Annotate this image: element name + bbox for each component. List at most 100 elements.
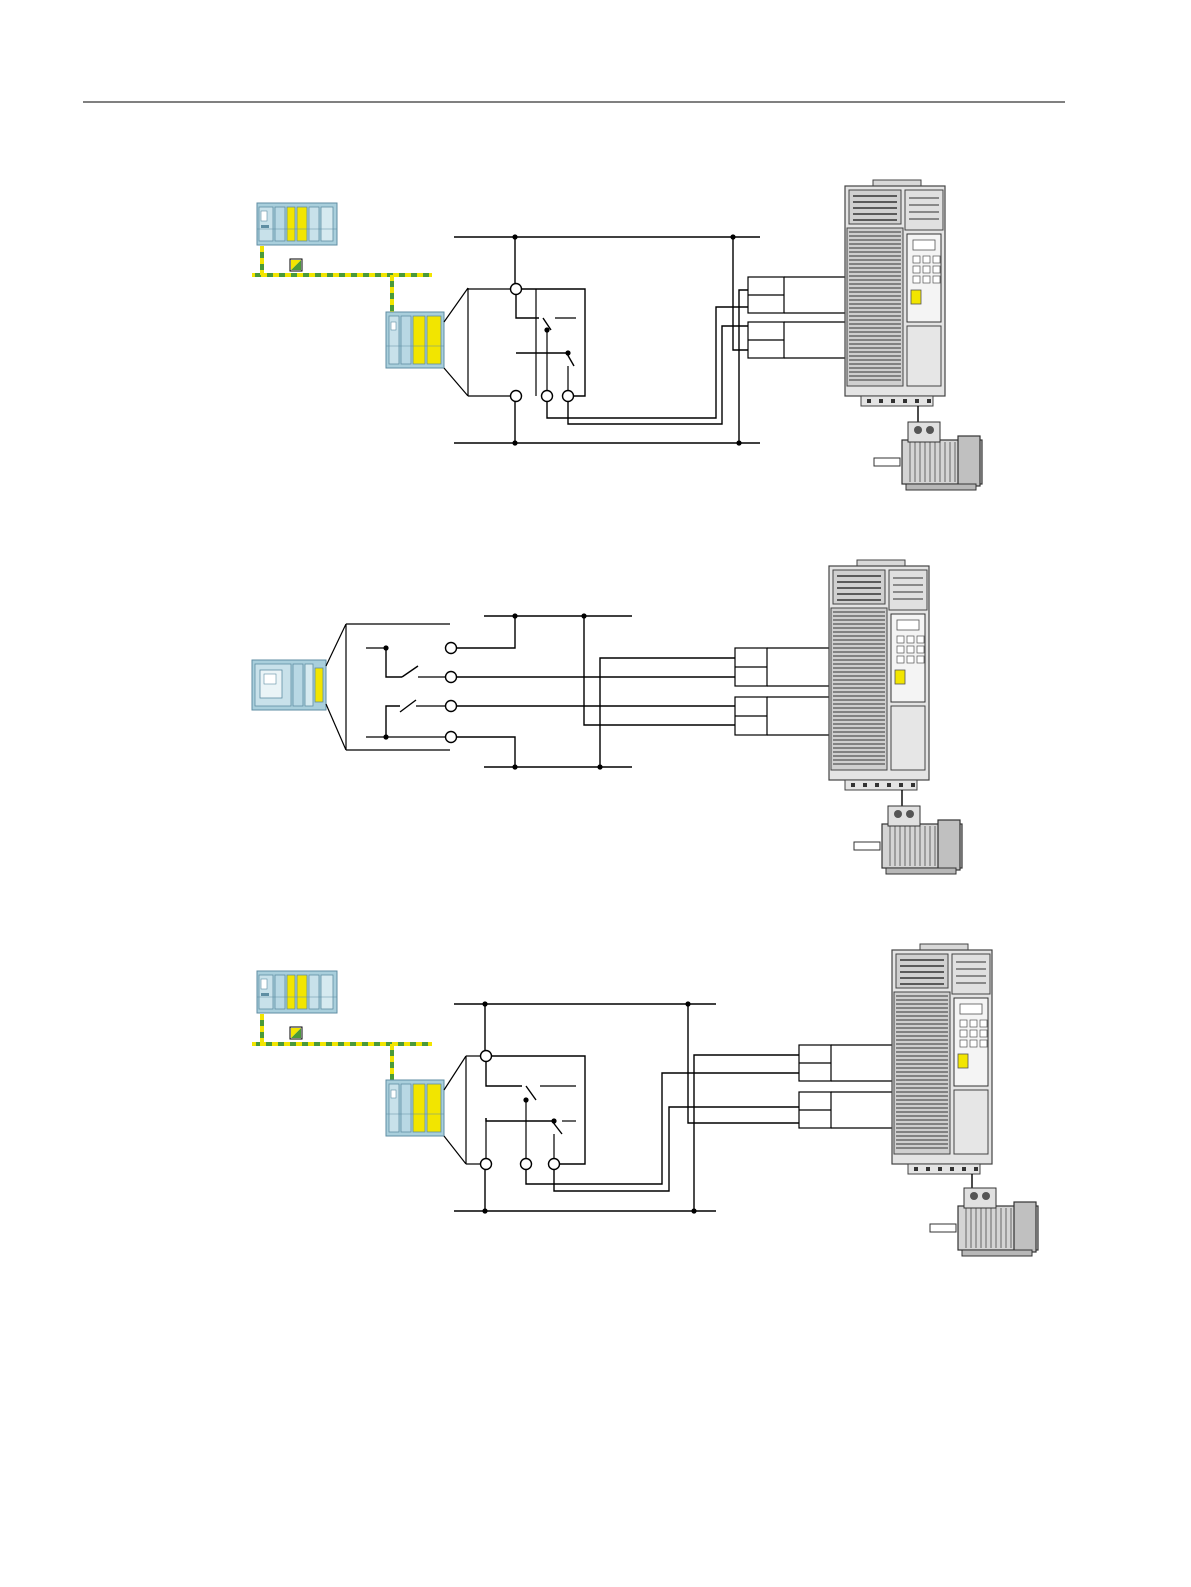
drive-top-panel (849, 190, 901, 224)
keypad-button (913, 276, 920, 283)
drive-upper-right (952, 954, 990, 994)
terminal-screw (903, 399, 907, 403)
wire (457, 616, 515, 648)
terminal-screw (875, 783, 879, 787)
motor-terminal-box (964, 1188, 996, 1208)
cpu-led-bar (261, 225, 269, 228)
safety-plc-icon (257, 971, 337, 1013)
drive-top-panel (833, 570, 885, 604)
motor-shaft (854, 842, 880, 850)
motor-fan-cover (1014, 1202, 1036, 1252)
terminal-circle (511, 284, 522, 295)
terminal-circle (549, 1159, 560, 1170)
motor-fan-cover (938, 820, 960, 870)
junction-dot (551, 1118, 556, 1123)
diagram-3 (252, 944, 1038, 1256)
frequency-converter-icon (829, 560, 929, 790)
terminal-screw (927, 399, 931, 403)
wire (486, 1118, 552, 1121)
fieldbus-cable-icon (252, 1014, 432, 1044)
keypad-button (960, 1040, 967, 1047)
io-breakout-outline (444, 1056, 466, 1164)
io-module (321, 975, 333, 1009)
drive-terminal-strip (845, 780, 917, 790)
bus-cable (252, 246, 432, 275)
motor-base (906, 484, 976, 490)
keypad-button (923, 276, 930, 283)
switch-contact (400, 700, 416, 712)
network-connector-icon (290, 259, 302, 271)
safety-plc-icon (257, 203, 337, 245)
terminal-screw (950, 1167, 954, 1171)
fail-safe-module (297, 975, 307, 1009)
terminal-circle (481, 1051, 492, 1062)
terminal-screw (974, 1167, 978, 1171)
drive-wire (526, 1073, 800, 1184)
keypad-button (960, 1030, 967, 1037)
operator-display (897, 620, 919, 630)
breakout-edge (444, 368, 468, 396)
motor-base (886, 868, 956, 874)
failsafe-io-module-icon (386, 1080, 444, 1136)
cpu-display (261, 979, 267, 989)
keypad-button (907, 636, 914, 643)
terminal-screw (938, 1167, 942, 1171)
interface-display (391, 1090, 396, 1098)
fail-safe-module (427, 316, 441, 364)
fail-safe-module (413, 316, 425, 364)
safety-label (911, 290, 921, 304)
io-breakout-outline (326, 624, 346, 750)
keypad-button (897, 636, 904, 643)
fail-safe-module (413, 1084, 425, 1132)
interface-display (391, 322, 396, 330)
drive-wire (694, 1055, 800, 1211)
junction-dot (383, 645, 388, 650)
fail-safe-module (297, 207, 307, 241)
terminal-screw (899, 783, 903, 787)
io-module (309, 207, 319, 241)
terminal-gland (970, 1192, 978, 1200)
drive-wire (688, 1004, 800, 1123)
input-loop (522, 289, 585, 396)
drive-terminal-strip (908, 1164, 980, 1174)
fieldbus-cable-icon (252, 246, 432, 275)
terminal-screw (926, 1167, 930, 1171)
drive-top-panel (896, 954, 948, 988)
terminal-screw (911, 783, 915, 787)
keypad-button (980, 1030, 987, 1037)
terminal-circle (446, 672, 457, 683)
wire (386, 648, 402, 677)
terminal-screw (915, 399, 919, 403)
terminal-circle (511, 391, 522, 402)
io-module (293, 664, 303, 706)
safety-label (958, 1054, 968, 1068)
drive-lower-right (954, 1090, 988, 1154)
io-breakout-outline (444, 288, 468, 396)
cpu-display (261, 211, 267, 221)
drive-wire (584, 616, 735, 725)
terminal-gland (982, 1192, 990, 1200)
drive-upper-right (889, 570, 927, 610)
power-module (401, 1084, 411, 1132)
motor-terminal-box (908, 422, 940, 442)
keypad-button (970, 1020, 977, 1027)
power-module (275, 975, 285, 1009)
diagram-2 (252, 560, 962, 874)
keypad-button (923, 256, 930, 263)
terminal-circle (521, 1159, 532, 1170)
motor-shaft (874, 458, 900, 466)
bus-cable (252, 1014, 432, 1044)
terminal-screw (851, 783, 855, 787)
terminal-screw (914, 1167, 918, 1171)
switch-contact (402, 666, 418, 677)
terminal-circle (481, 1159, 492, 1170)
keypad-button (917, 636, 924, 643)
compact-failsafe-plc-icon (252, 660, 326, 710)
terminal-gland (914, 426, 922, 434)
keypad-button (917, 646, 924, 653)
keypad-button (933, 256, 940, 263)
motor-icon (854, 806, 962, 874)
junction-dot (565, 350, 570, 355)
keypad-button (897, 656, 904, 663)
drive-upper-right (905, 190, 943, 230)
